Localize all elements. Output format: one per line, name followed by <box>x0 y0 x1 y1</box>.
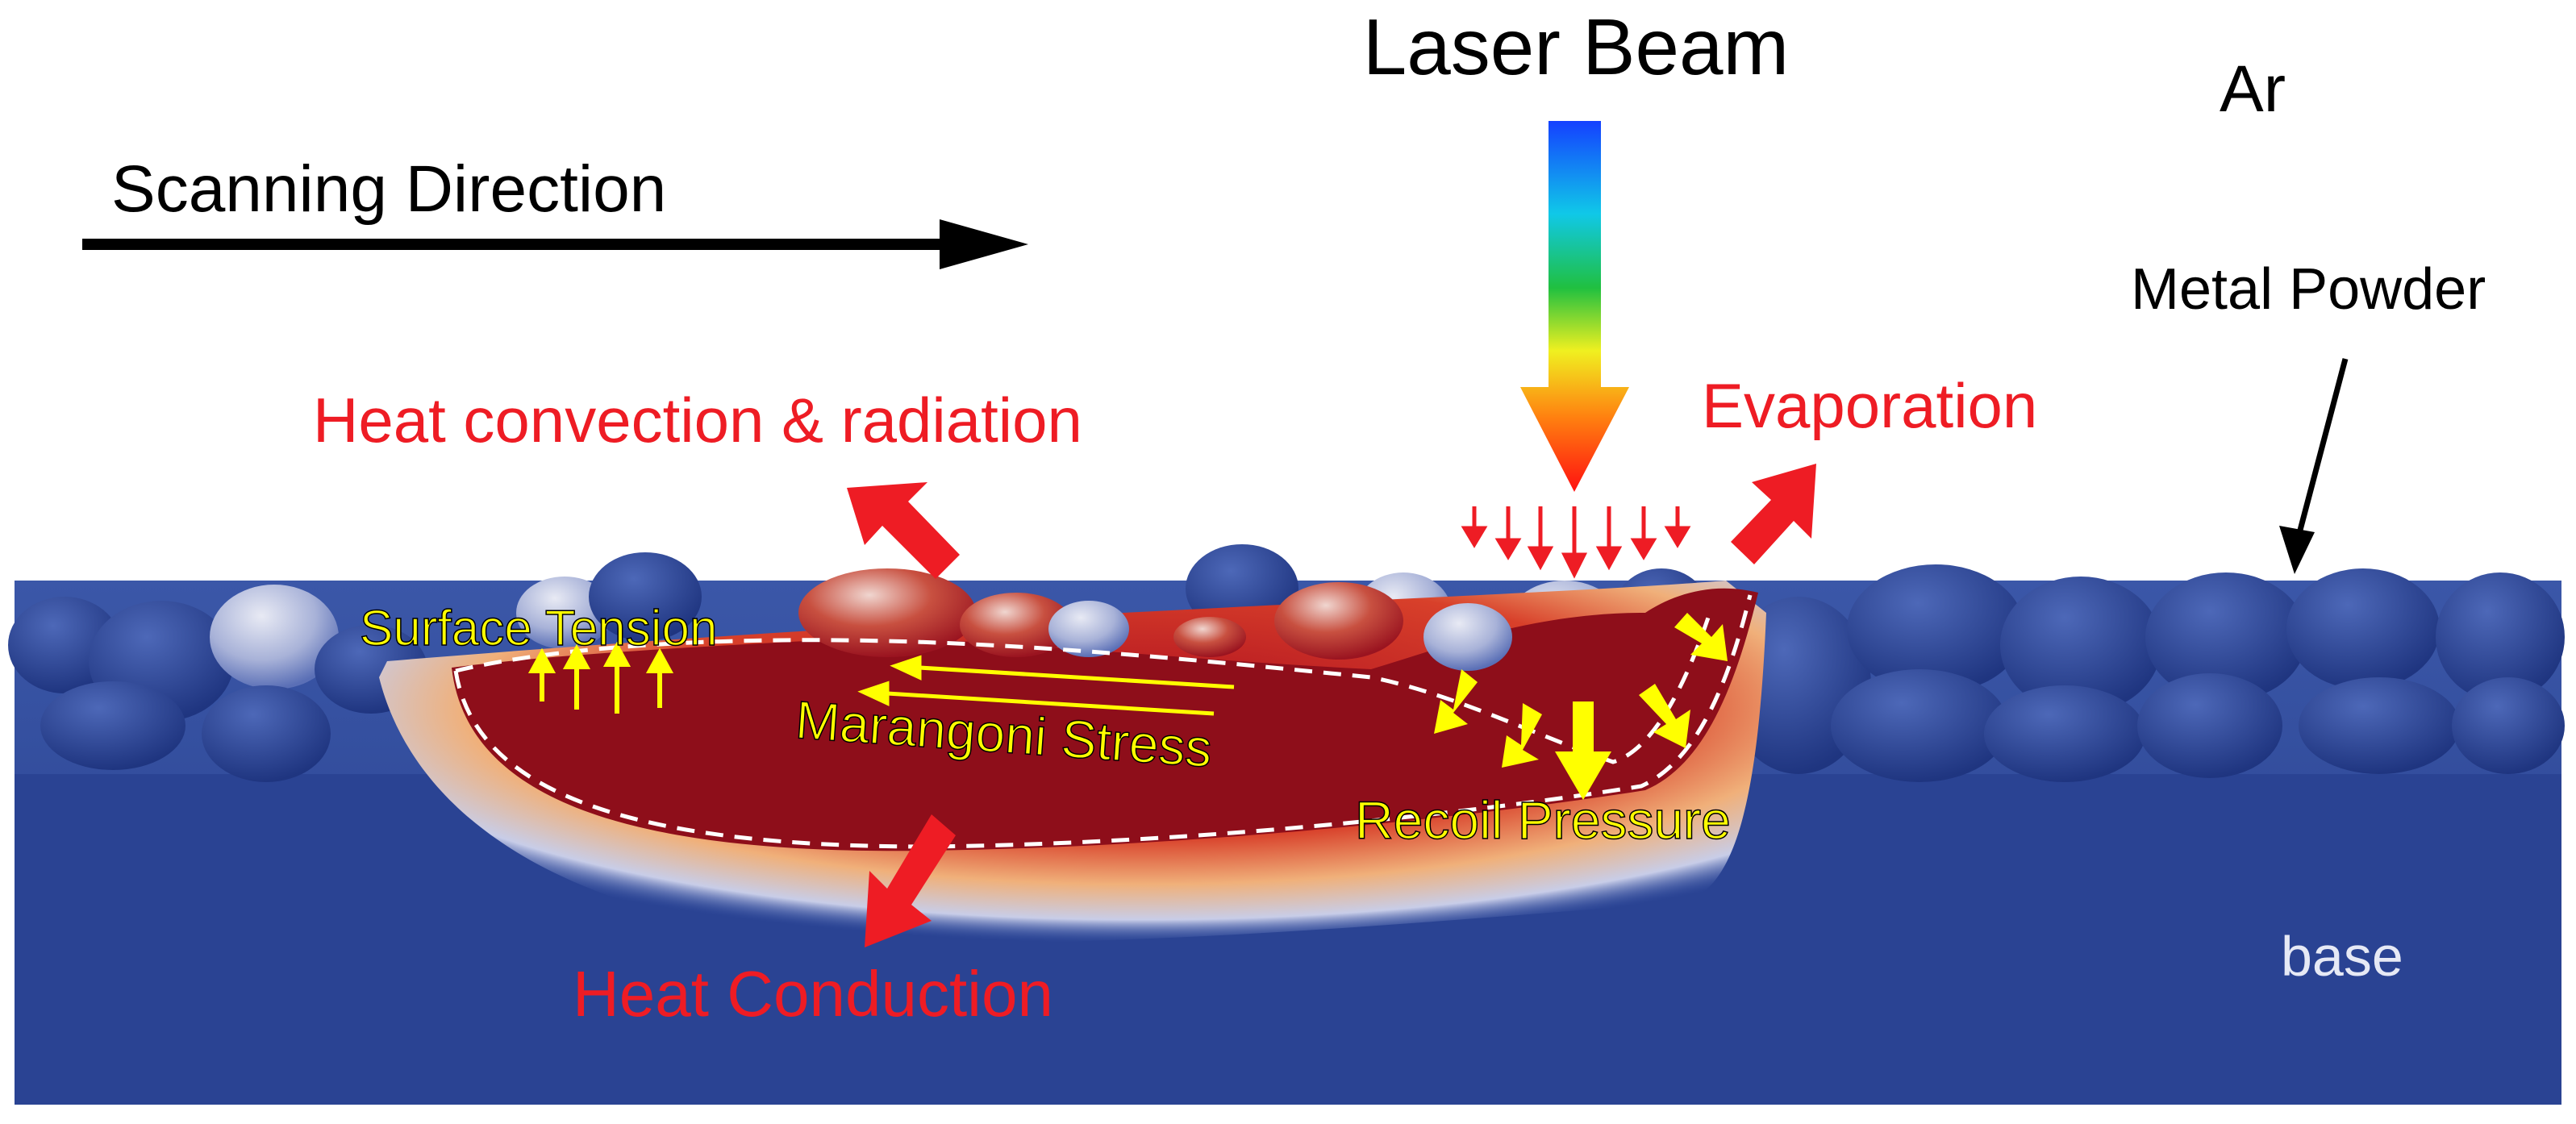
metal-powder-label: Metal Powder <box>2131 257 2486 322</box>
laser-beam-label: Laser Beam <box>1363 2 1789 91</box>
recoil-pressure-arrows <box>1434 613 1728 800</box>
heat-convection-arrow-icon <box>847 482 960 579</box>
recoil-pressure-label: Recoil Pressure <box>1355 790 1731 850</box>
melt-pool-boundary-lower <box>453 594 1753 849</box>
laser-flux-arrows <box>1461 506 1691 579</box>
evaporation-arrow-icon <box>1731 464 1816 564</box>
scanning-direction-label: Scanning Direction <box>111 152 666 226</box>
surface-tension-label: Surface Tension <box>360 601 717 656</box>
marangoni-stress-arrows <box>857 655 1235 716</box>
evaporation-label: Evaporation <box>1702 370 2037 441</box>
heat-conduction-arrow-icon <box>865 814 956 947</box>
base-label: base <box>2281 925 2403 988</box>
laser-beam-arrow-icon <box>1520 121 1629 492</box>
metal-powder-pointer-icon <box>2279 358 2349 574</box>
heat-conduction-label: Heat Conduction <box>573 958 1053 1030</box>
scanning-direction-arrow-icon <box>82 219 1028 269</box>
ar-label: Ar <box>2220 52 2286 126</box>
melt-pool-boundary-upper <box>455 612 1712 764</box>
molten-surface-bumps <box>798 568 1512 671</box>
surface-tension-arrows <box>527 641 674 714</box>
heat-convection-label: Heat convection & radiation <box>313 385 1082 456</box>
